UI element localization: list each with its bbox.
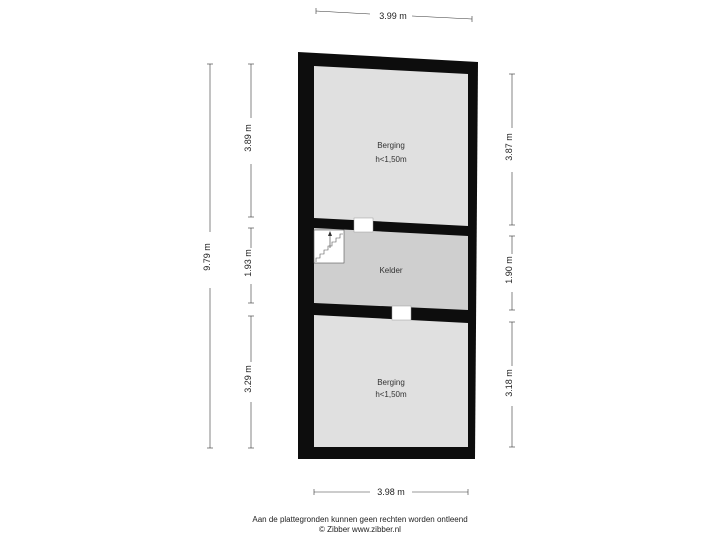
dim-total-height xyxy=(207,63,213,449)
dim-left-bottom-label: 3.29 m xyxy=(243,365,253,393)
dim-top-width-label: 3.99 m xyxy=(379,11,407,21)
room-height-berging-top: h<1,50m xyxy=(375,155,407,164)
room-label-kelder: Kelder xyxy=(379,266,402,275)
dim-total-height-label: 9.79 m xyxy=(202,243,212,271)
dim-right-top-label: 3.87 m xyxy=(504,133,514,161)
room-height-berging-bottom: h<1,50m xyxy=(375,390,407,399)
dim-left-top-label: 3.89 m xyxy=(243,124,253,152)
dim-right-top xyxy=(509,73,515,226)
dim-right-middle-label: 1.90 m xyxy=(504,256,514,284)
door-opening-top xyxy=(353,217,374,233)
dim-bottom-width-label: 3.98 m xyxy=(377,487,405,497)
footer-disclaimer: Aan de plattegronden kunnen geen rechten… xyxy=(252,515,468,524)
room-berging-top xyxy=(314,66,468,226)
dim-right-middle xyxy=(509,235,515,311)
room-kelder xyxy=(314,228,468,310)
dim-right-bottom xyxy=(509,321,515,448)
staircase xyxy=(313,229,345,264)
dim-left-top xyxy=(248,63,254,218)
door-opening-bottom xyxy=(391,305,412,321)
footer-copyright: © Zibber www.zibber.nl xyxy=(319,525,401,534)
dim-left-bottom xyxy=(248,315,254,449)
dim-bottom-width xyxy=(313,489,469,495)
dim-left-middle-label: 1.93 m xyxy=(243,249,253,277)
dim-right-bottom-label: 3.18 m xyxy=(504,369,514,397)
room-label-berging-bottom: Berging xyxy=(377,378,405,387)
dim-top-width xyxy=(315,8,473,22)
room-berging-bottom xyxy=(314,315,468,447)
room-label-berging-top: Berging xyxy=(377,141,405,150)
dim-left-middle xyxy=(248,227,254,304)
